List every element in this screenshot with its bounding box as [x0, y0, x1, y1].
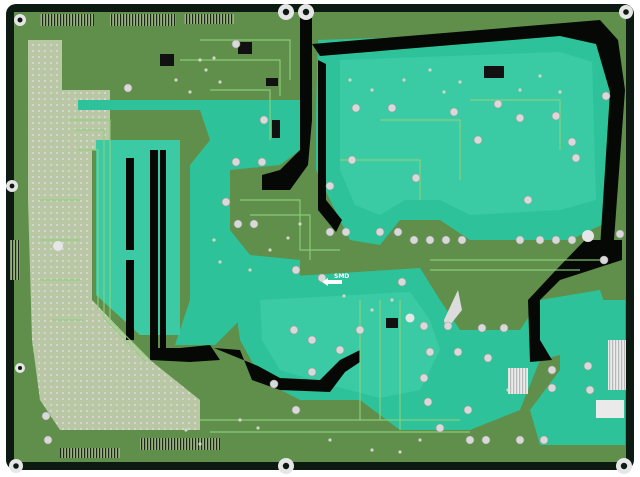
- smd-label: SMD: [334, 273, 349, 280]
- top-connector: [40, 14, 234, 26]
- solder-pads-large: [41, 39, 625, 445]
- ic-chips: [160, 42, 504, 328]
- slot-2: [126, 260, 134, 340]
- slot-3: [150, 150, 158, 348]
- bottom-connector: [60, 438, 220, 458]
- isolation-channel: [262, 18, 312, 190]
- mounting-holes: [6, 4, 633, 474]
- smd-marker: [322, 278, 342, 286]
- channel-right: [528, 240, 622, 362]
- left-edge-connector: [10, 240, 20, 280]
- slot-4: [160, 150, 166, 350]
- traces: [40, 39, 600, 433]
- via-field: [174, 56, 562, 454]
- heat-spreader-pads: [508, 340, 626, 418]
- slot-1: [126, 158, 134, 250]
- copper-pour-left-inner: [96, 140, 180, 335]
